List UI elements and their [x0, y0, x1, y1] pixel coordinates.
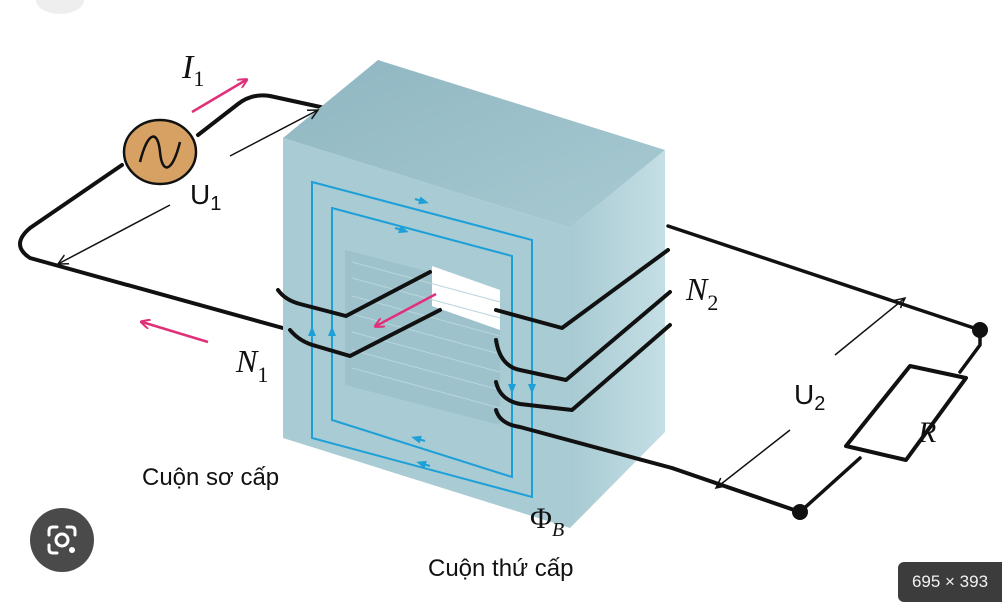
- resistor: [844, 364, 968, 462]
- ac-source-icon: [122, 118, 198, 186]
- current-arrows: [142, 80, 437, 344]
- lens-camera-icon: [47, 525, 77, 555]
- primary-coil-windings: [276, 270, 442, 359]
- u1-voltage-indicator: [58, 110, 318, 264]
- core-window-far: [432, 266, 500, 330]
- primary-circuit-wire: [18, 93, 327, 332]
- top-smudge: [36, 0, 84, 14]
- label-i1: I1: [181, 49, 204, 91]
- label-n1: N1: [235, 343, 268, 387]
- label-u2: U2: [794, 379, 825, 415]
- label-primary-coil: Cuộn sơ cấp: [142, 464, 279, 491]
- label-phi-b: ΦB: [530, 502, 564, 541]
- label-n2: N2: [685, 271, 718, 315]
- lens-search-button[interactable]: [30, 508, 94, 572]
- label-u1: U1: [190, 179, 221, 215]
- secondary-coil-windings: [494, 248, 802, 514]
- flux-arrows: [308, 196, 536, 469]
- image-size-badge: 695 × 393: [898, 562, 1002, 602]
- label-r: R: [917, 416, 936, 449]
- core-top-face: [283, 60, 665, 228]
- terminal-bottom: [792, 504, 808, 520]
- u2-voltage-indicator: [716, 298, 905, 488]
- terminal-top: [972, 322, 988, 338]
- label-secondary-coil: Cuộn thứ cấp: [428, 555, 574, 582]
